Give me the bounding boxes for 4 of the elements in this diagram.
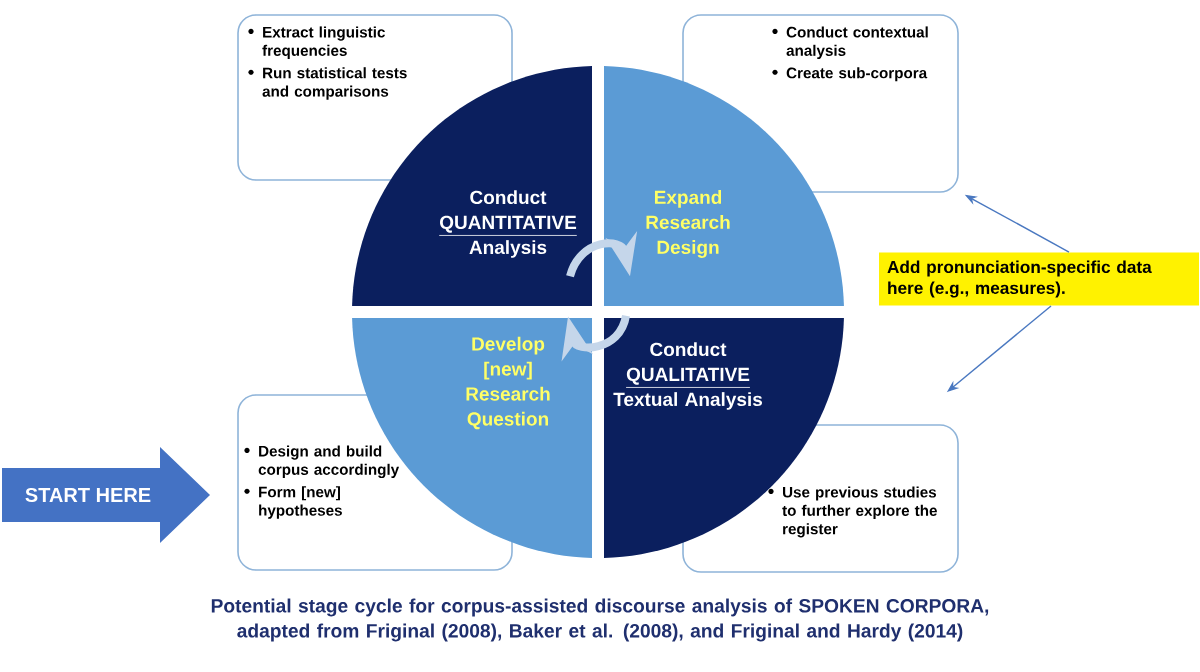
- caption: Potential stage cycle for corpus-assisted discourse analysis of SPOKEN CORPORA, adapted from Friginal (2008), Baker et al. (2008), and Friginal and Hardy (2014): [211, 598, 989, 642]
- cycle-arrow: [566, 231, 638, 278]
- cycle-arrow: [561, 314, 630, 362]
- callout-box: Add pronunciation-specific data here (e.g., measures).: [879, 252, 1199, 306]
